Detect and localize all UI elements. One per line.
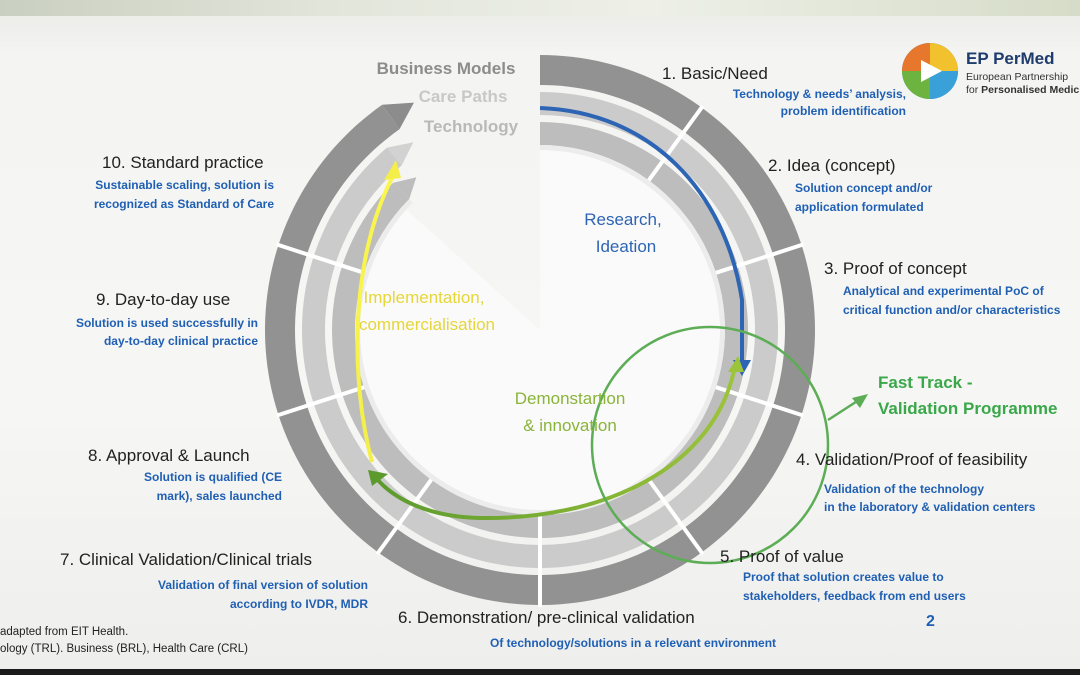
demonstration-arrowhead-end — [368, 470, 388, 486]
stage-title: 7. Clinical Validation/Clinical trials — [60, 550, 312, 569]
phase-implementation: Implementation, commercialisation — [359, 288, 495, 334]
stage-title: 1. Basic/Need — [662, 64, 768, 83]
inner-disk — [359, 150, 720, 511]
stage-title: 3. Proof of concept — [824, 259, 967, 278]
fast-track-label: Fast Track - — [878, 373, 973, 392]
implementation-arrow — [355, 177, 394, 463]
stage-divider — [375, 478, 433, 556]
phase-research: Research, Ideation — [584, 210, 661, 256]
stage-divider — [715, 385, 805, 418]
ring-arrow-tip — [392, 177, 417, 200]
stage-dividers — [275, 104, 805, 607]
demonstration-arrowhead-start — [728, 356, 744, 372]
fast-track-pointer-head — [852, 394, 868, 408]
stage-description: mark), sales launched — [157, 489, 282, 503]
research-arrow — [539, 106, 744, 362]
logo-mark-icon — [902, 43, 958, 99]
footnote-levels: ology (TRL). Business (BRL), Health Care… — [0, 643, 248, 655]
ring-arrow-tip — [387, 142, 414, 166]
stage-description: day-to-day clinical practice — [104, 334, 258, 348]
stage-description: in the laboratory & validation centers — [824, 500, 1036, 514]
logo-line2: for Personalised Medicine — [966, 84, 1080, 96]
stage-description: Technology & needs’ analysis, — [733, 87, 906, 101]
ring-arrow-tip — [382, 102, 414, 130]
layer-business-models: Business Models — [377, 59, 516, 78]
stage-description: Solution is qualified (CE — [144, 470, 282, 484]
stage-title: 6. Demonstration/ pre-clinical validatio… — [398, 608, 695, 627]
stage-title: 2. Idea (concept) — [768, 156, 896, 175]
logo-name: EP PerMed — [966, 49, 1055, 68]
stage-title: 8. Approval & Launch — [88, 446, 250, 465]
cycle-rings — [264, 55, 815, 605]
stage-description: Validation of final version of solution — [158, 578, 368, 592]
layer-care-paths: Care Paths — [419, 87, 508, 106]
stage-description: application formulated — [795, 200, 924, 214]
svg-text:commercialisation: commercialisation — [359, 315, 495, 334]
stage-description: stakeholders, feedback from end users — [743, 589, 966, 603]
stage-description: according to IVDR, MDR — [230, 597, 368, 611]
ep-permed-logo: EP PerMed European Partnership for Perso… — [902, 43, 1080, 99]
phase-demonstration: Demonstartion & innovation — [515, 389, 626, 435]
stage-title: 10. Standard practice — [102, 153, 264, 172]
stage-6: 6. Demonstration/ pre-clinical validatio… — [398, 608, 776, 650]
svg-text:Ideation: Ideation — [596, 237, 657, 256]
stage-divider — [275, 242, 365, 275]
page-number: 2 — [926, 613, 935, 630]
implementation-arrowhead — [384, 160, 401, 180]
stage-description: Solution concept and/or — [795, 181, 933, 195]
bottom-bar — [0, 669, 1080, 675]
footnote-source: adapted from EIT Health. — [0, 626, 128, 638]
stage-title: 9. Day-to-day use — [96, 290, 230, 309]
stage-description: Validation of the technology — [824, 482, 984, 496]
stage-description: recognized as Standard of Care — [94, 197, 274, 211]
layer-technology: Technology — [424, 117, 519, 136]
demonstration-arrow — [374, 365, 737, 521]
stage-title: 4. Validation/Proof of feasibility — [796, 450, 1028, 469]
stage-4: 4. Validation/Proof of feasibilityValida… — [796, 450, 1036, 514]
stage-title: 5. Proof of value — [720, 547, 844, 566]
stage-7: 7. Clinical Validation/Clinical trialsVa… — [60, 550, 368, 611]
stage-description: problem identification — [781, 104, 906, 118]
svg-text:Demonstartion: Demonstartion — [515, 389, 626, 408]
svg-text:& innovation: & innovation — [523, 416, 617, 435]
fast-track-circle — [590, 325, 830, 565]
stage-2: 2. Idea (concept) Solution concept and/or… — [768, 156, 933, 214]
logo-line1: European Partnership — [966, 71, 1068, 83]
stage-description: Analytical and experimental PoC of — [843, 284, 1045, 298]
top-banner — [0, 0, 1080, 16]
stage-description: Proof that solution creates value to — [743, 570, 944, 584]
stage-description: Of technology/solutions in a relevant en… — [490, 636, 776, 650]
svg-text:Research,: Research, — [584, 210, 661, 229]
stage-divider — [647, 104, 705, 182]
stage-divider — [647, 478, 705, 556]
stage-description: critical function and/or characteristics — [843, 303, 1061, 317]
stage-description: Solution is used successfully in — [76, 316, 258, 330]
stage-divider — [275, 385, 365, 418]
fast-track-programme: Validation Programme — [878, 399, 1058, 418]
stage-description: Sustainable scaling, solution is — [95, 178, 274, 192]
svg-text:Implementation,: Implementation, — [364, 288, 485, 307]
stage-divider — [715, 242, 805, 275]
